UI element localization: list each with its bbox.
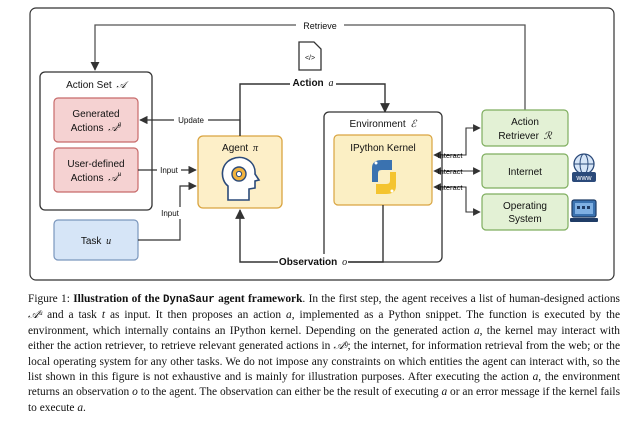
svg-text:www: www [575,175,592,182]
operating-system-line2: System [508,214,541,225]
retrieve-label: Retrieve [303,21,337,31]
computer-icon [570,199,598,222]
action-set-title: Action Set 𝒜 [66,80,129,91]
generated-actions-line1: Generated [72,109,119,120]
input-label-1: Input [160,166,179,175]
operating-system-box [481,193,569,231]
operating-system-line1: Operating [503,201,547,212]
python-logo-icon [372,160,396,194]
interact-label-3: Interact [437,183,463,192]
svg-text:</>: </> [305,55,315,62]
interact-arrow-os [433,183,481,216]
internet-label: Internet [508,167,542,178]
interact-arrow-retriever [433,124,481,159]
action-retriever-line1: Action [511,117,539,128]
generated-actions-line2: Actions 𝒜g [71,120,122,134]
action-label: Action a [293,78,334,89]
update-arrow [139,115,241,136]
environment-label: Environment ℰ [350,119,418,130]
agent-label: Agent π [222,143,259,154]
ipython-kernel-label: IPython Kernel [350,143,416,154]
globe-www-icon: www [572,153,596,182]
caption-title: Illustration of the DynaSaur agent frame… [73,293,303,306]
figure-caption: Figure 1: Illustration of the DynaSaur a… [28,292,620,416]
observation-label: Observation o [279,257,347,268]
action-retriever-box [481,109,569,147]
user-defined-actions-line1: User-defined [67,159,124,170]
agent-head-gear-icon [221,156,261,201]
caption-figure-label: Figure 1: [28,293,70,305]
user-defined-actions-line2: Actions 𝒜u [71,170,122,184]
action-retriever-line2: Retriever ℛ [498,131,552,142]
input-label-2: Input [161,209,180,218]
generated-actions-box [53,97,139,143]
framework-diagram: Retrieve Action Set 𝒜 Generated Actions … [29,7,615,281]
caption-body: . In the first step, the agent receives … [28,293,621,414]
interact-label-2: Interact [437,167,463,176]
task-label: Task u [81,236,111,247]
internet-box [481,153,569,189]
user-defined-actions-box [53,147,139,193]
interact-label-1: Interact [437,151,463,160]
update-label: Update [178,116,204,125]
code-file-icon: </> [298,41,322,71]
